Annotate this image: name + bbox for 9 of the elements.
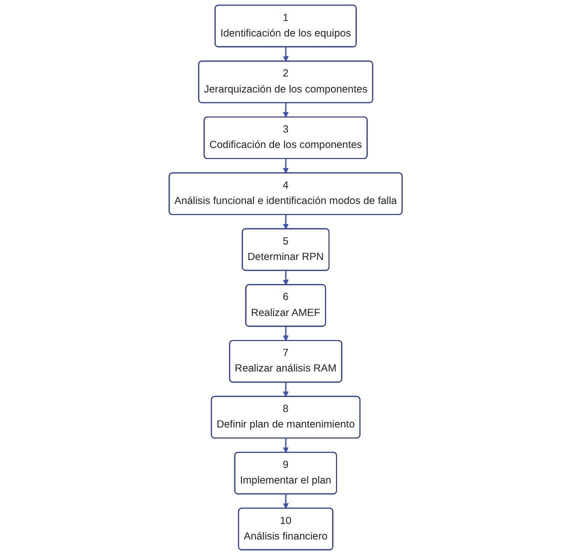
arrow [282, 382, 288, 397]
arrow [282, 270, 288, 286]
arrow [282, 158, 288, 174]
arrow [282, 438, 288, 453]
arrow [282, 47, 288, 62]
arrow [282, 494, 288, 509]
arrow [282, 326, 288, 342]
arrow [282, 102, 288, 118]
arrow [282, 214, 288, 230]
